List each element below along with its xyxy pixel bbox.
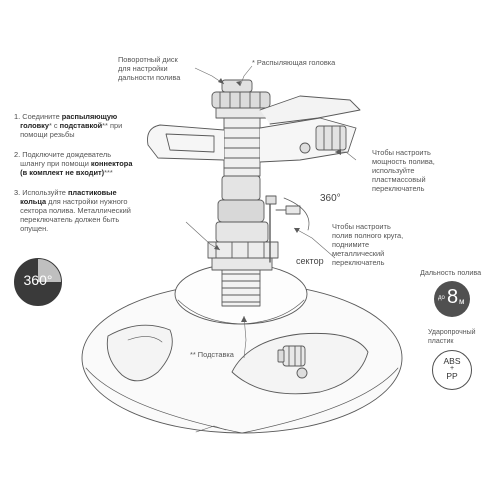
- hose-connector: [277, 345, 308, 379]
- material-title: Ударопрочный пластик: [428, 329, 476, 345]
- material-pp: PP: [446, 371, 458, 381]
- stand-callout: ** Подставка: [190, 350, 234, 359]
- material-plus: +: [449, 365, 455, 372]
- step-3: 3. Используйте пластиковые кольца для на…: [14, 188, 131, 233]
- range-value: 8: [447, 286, 459, 308]
- material-abs: ABS: [443, 356, 461, 366]
- angle-label: 360°: [320, 193, 341, 204]
- step-1: 1. Соедините распыляющую головку* с подс…: [14, 112, 123, 139]
- sprinkler-body: [147, 79, 361, 263]
- leader-arrows: [214, 78, 341, 322]
- material-badge: ABS + PP: [432, 350, 472, 390]
- rotation-arc: [283, 197, 310, 231]
- step-2: 2. Подключите дождеватель шлангу при пом…: [14, 150, 133, 177]
- spray-head-callout: * Распыляющая головка: [252, 58, 336, 67]
- sector-label: сектор: [296, 256, 324, 266]
- range-unit: м: [459, 297, 465, 306]
- threaded-pipe: [207, 241, 279, 307]
- base-stand: [81, 263, 403, 434]
- rotary-disc-callout: Поворотный диск для настройки дальности …: [118, 55, 181, 82]
- power-switch-callout: Чтобы настроить мощность полива, использ…: [372, 148, 435, 193]
- full-circle-callout: Чтобы настроить полив полного круга, под…: [332, 222, 404, 267]
- range-badge: до 8 м: [434, 281, 470, 317]
- range-prefix: до: [438, 295, 445, 301]
- rotation-360-badge: 360°: [14, 258, 62, 306]
- range-title: Дальность полива: [420, 268, 482, 277]
- rotation-badge-circle: [14, 258, 62, 306]
- rotation-badge-label: 360°: [23, 272, 53, 288]
